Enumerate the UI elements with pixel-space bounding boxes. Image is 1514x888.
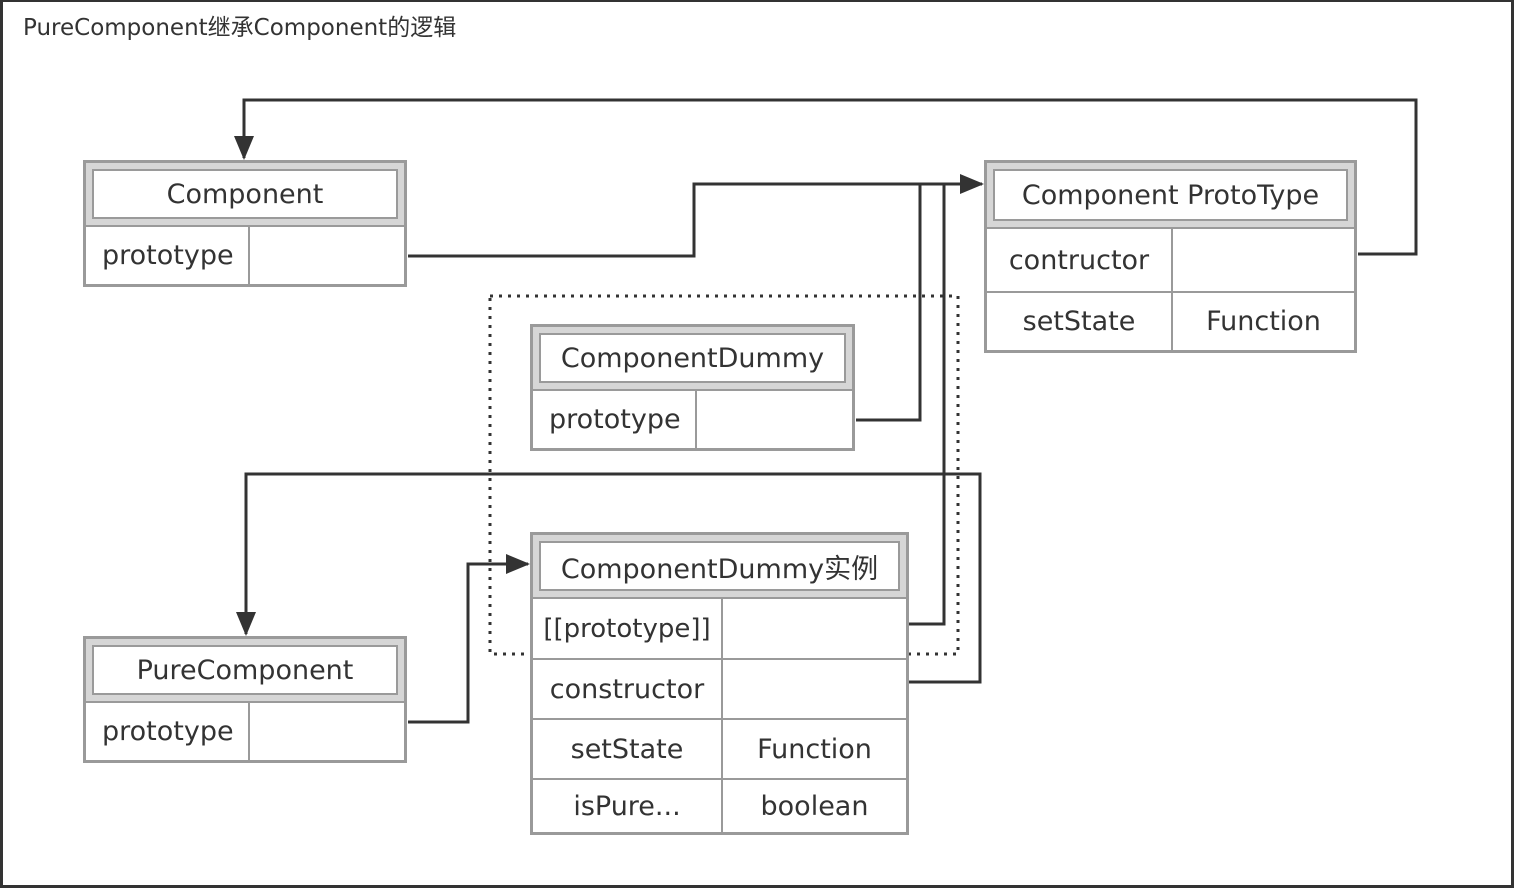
row-value: Function <box>757 733 872 765</box>
node-pure-component-row: prototype <box>86 703 404 760</box>
edge-component-prototype-to-proto <box>408 174 984 258</box>
node-component-prototype-header: Component ProtoType <box>987 163 1354 229</box>
node-component-dummy-row: prototype <box>533 391 852 448</box>
dummy-group-boundary <box>488 294 960 656</box>
node-component-title: Component <box>92 169 398 219</box>
row-key: [[prototype]] <box>533 599 723 658</box>
row-value <box>1173 229 1354 291</box>
row-key: setState <box>987 293 1173 350</box>
node-component-dummy-instance-title: ComponentDummy实例 <box>539 541 900 591</box>
node-component-prototype-row: setState Function <box>987 291 1354 350</box>
row-key: isPure... <box>533 780 723 832</box>
row-value <box>250 227 404 284</box>
row-value <box>723 660 906 718</box>
edge-pure-prototype-to-instance <box>408 554 530 724</box>
edge-instance-constructor-to-pure <box>236 472 982 684</box>
row-key: contructor <box>987 229 1173 291</box>
edge-proto-constructor-to-component <box>234 98 1418 256</box>
node-component-dummy-instance-row: [[prototype]] <box>533 599 906 658</box>
node-pure-component-title: PureComponent <box>92 645 398 695</box>
node-component-dummy-instance-header: ComponentDummy实例 <box>533 535 906 599</box>
node-component-prototype-row: contructor <box>987 229 1354 291</box>
node-component-dummy-instance-row: setState Function <box>533 718 906 778</box>
node-component-dummy-instance-row: constructor <box>533 658 906 718</box>
row-key: prototype <box>86 703 250 760</box>
row-value <box>697 391 852 448</box>
edge-dummy-prototype-to-proto <box>856 184 922 422</box>
node-component-header: Component <box>86 163 404 227</box>
diagram-title: PureComponent继承Component的逻辑 <box>23 15 457 41</box>
node-component-dummy-instance-row: isPure... boolean <box>533 778 906 832</box>
node-component-prototype: Component ProtoType contructor setState … <box>984 160 1357 353</box>
node-component-row: prototype <box>86 227 404 284</box>
row-key: setState <box>533 720 723 778</box>
node-pure-component: PureComponent prototype <box>83 636 407 763</box>
node-component: Component prototype <box>83 160 407 287</box>
node-component-prototype-title: Component ProtoType <box>993 169 1348 221</box>
row-value <box>723 599 906 658</box>
node-component-dummy-header: ComponentDummy <box>533 327 852 391</box>
node-component-dummy-title: ComponentDummy <box>539 333 846 383</box>
row-key: prototype <box>533 391 697 448</box>
row-key: constructor <box>533 660 723 718</box>
row-value: Function <box>1206 306 1321 337</box>
row-key: prototype <box>86 227 250 284</box>
row-value <box>250 703 404 760</box>
row-value: boolean <box>760 790 869 822</box>
node-component-dummy: ComponentDummy prototype <box>530 324 855 451</box>
node-pure-component-header: PureComponent <box>86 639 404 703</box>
edge-instance-proto-to-proto <box>908 184 946 626</box>
node-component-dummy-instance: ComponentDummy实例 [[prototype]] construct… <box>530 532 909 835</box>
